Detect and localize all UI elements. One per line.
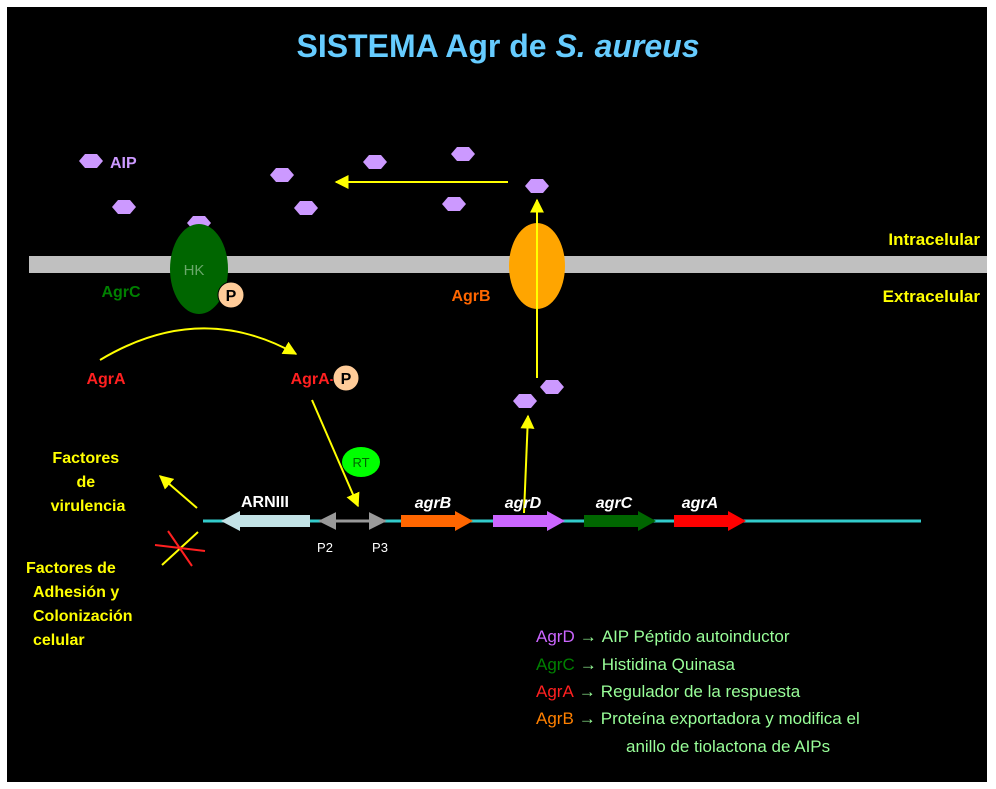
agrc-hk-receptor — [170, 224, 228, 314]
aip-hexagon-icon — [451, 147, 475, 161]
virulence-arrow — [158, 475, 198, 509]
agrb-gene-label: agrB — [415, 495, 451, 512]
rt-label: RT — [352, 455, 369, 470]
agrc-gene-label: agrC — [596, 495, 633, 512]
rt-badge — [342, 447, 380, 477]
repression-cross-icon — [154, 544, 206, 552]
legend-item-agrc: AgrC→Histidina Quinasa — [536, 655, 736, 674]
intracellular-label: Intracelular — [888, 230, 980, 249]
aip-production-arrow — [520, 414, 535, 514]
agrc-label: AgrC — [101, 284, 141, 301]
legend-item-agrd: AgrD→AIP Péptido autoinductor — [536, 627, 790, 646]
arniii-label: ARNIII — [241, 494, 289, 511]
legend: AgrD→AIP Péptido autoinductor AgrC→Histi… — [536, 627, 860, 756]
aip-hexagon-icon — [513, 394, 537, 408]
aip-hexagon-icon — [294, 201, 318, 215]
adhesion-factors-label: Factores de Adhesión y Colonización celu… — [26, 560, 137, 649]
phosphate-label: P — [341, 371, 352, 388]
p2-label: P2 — [317, 540, 333, 555]
aip-hexagon-icon — [112, 200, 136, 214]
legend-item-agrb-continued: anillo de tiolactona de AIPs — [626, 737, 830, 756]
aip-hexagon-icon — [363, 155, 387, 169]
legend-item-agrb: AgrB→Proteína exportadora y modifica el — [536, 709, 860, 728]
activation-arrow — [311, 399, 360, 508]
aip-hexagon-icon — [525, 179, 549, 193]
cell-membrane — [29, 256, 987, 273]
arniii-gene-arrow — [221, 511, 310, 531]
agrd-gene-label: agrD — [505, 495, 542, 512]
agrb-gene-arrow — [401, 511, 473, 531]
p3-label: P3 — [372, 540, 388, 555]
aip-hexagon-icon — [442, 197, 466, 211]
diagram-title: SISTEMA Agr de S. aureus — [296, 28, 699, 64]
agra-label: AgrA — [86, 371, 126, 388]
agra-p-label: AgrA- — [291, 371, 335, 388]
agra-gene-label: agrA — [682, 495, 718, 512]
phosphorylation-arrow — [99, 327, 298, 361]
agra-gene-arrow — [674, 511, 746, 531]
legend-item-agra: AgrA→Regulador de la respuesta — [536, 682, 801, 701]
virulence-factors-label: Factores de virulencia — [51, 450, 126, 515]
agrd-gene-arrow — [493, 511, 565, 531]
agrc-gene-arrow — [584, 511, 656, 531]
aip-hexagon-icon — [540, 380, 564, 394]
phosphate-circle — [217, 281, 245, 309]
hk-label: HK — [184, 262, 205, 279]
extracellular-label: Extracelular — [883, 287, 981, 306]
aip-hexagon-icon — [270, 168, 294, 182]
aip-label: AIP — [110, 155, 137, 172]
aip-hexagon-icon — [79, 154, 103, 168]
agrb-label: AgrB — [451, 288, 490, 305]
phosphate-label: P — [226, 288, 237, 305]
slide-background — [7, 7, 987, 782]
phosphate-circle — [332, 364, 360, 392]
